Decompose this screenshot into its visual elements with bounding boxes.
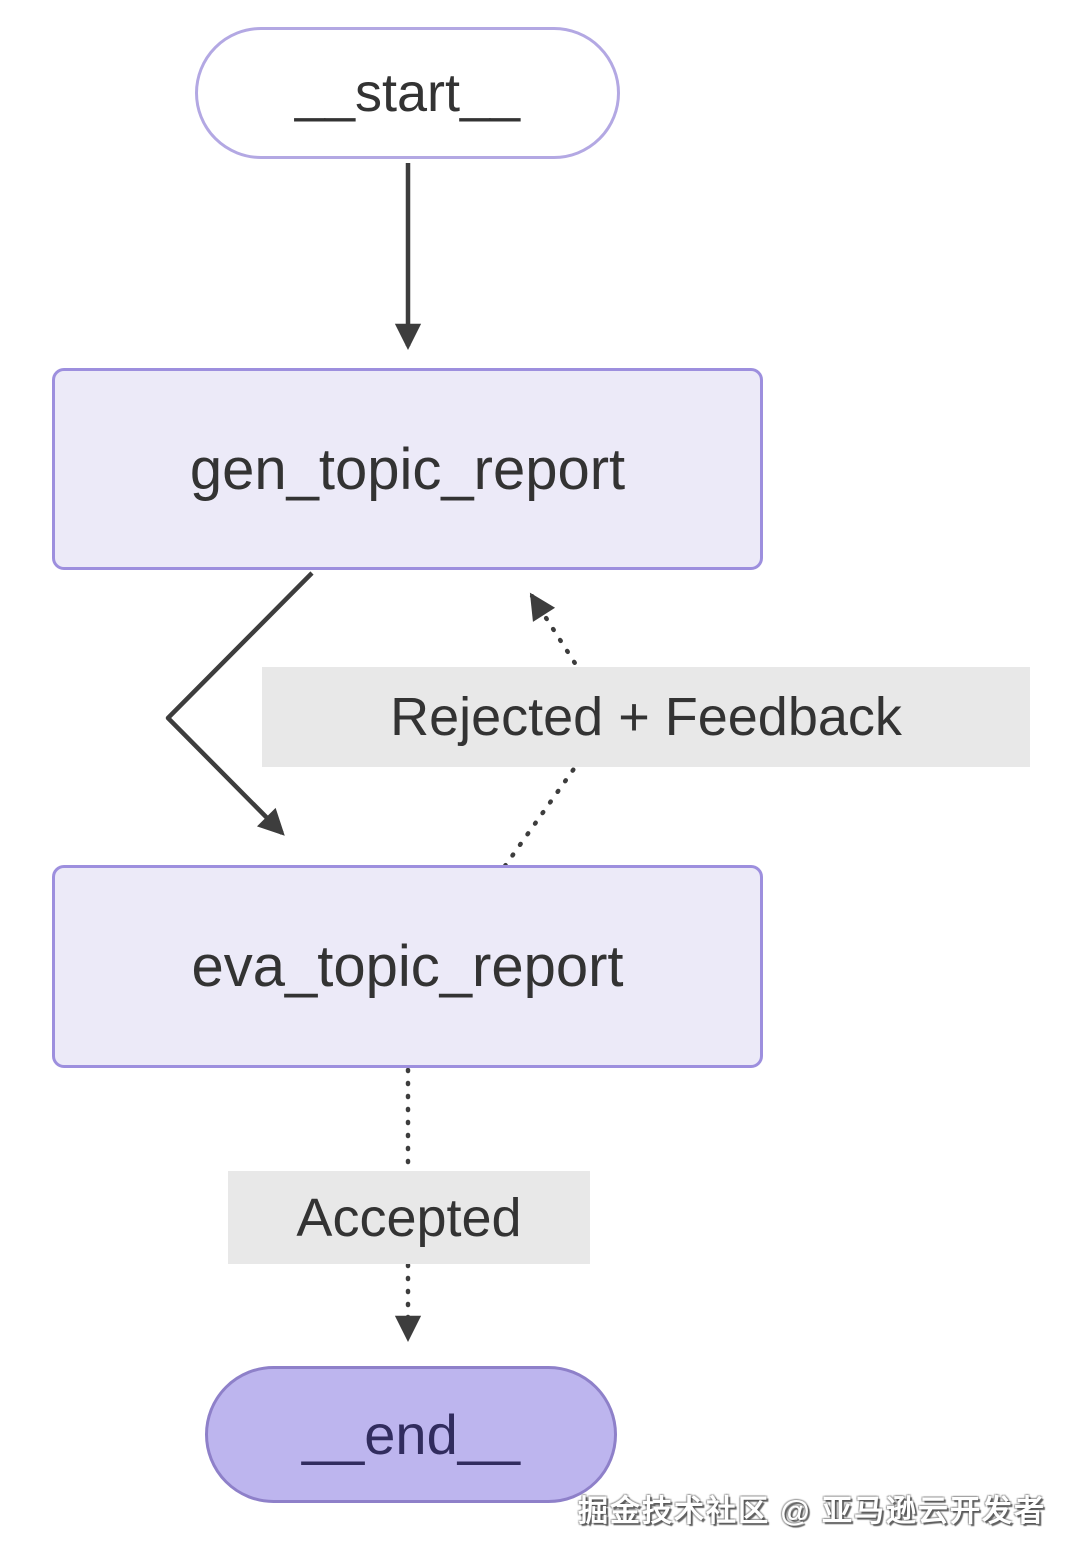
watermark-text: 掘金技术社区 @ 亚马逊云开发者 <box>578 1495 1046 1528</box>
node-start: __start__ <box>195 27 620 159</box>
node-gen-topic-report: gen_topic_report <box>52 368 763 570</box>
edge-label-rejected-feedback: Rejected + Feedback <box>262 667 1030 767</box>
node-end: __end__ <box>205 1366 617 1503</box>
edge-gen-to-eva <box>165 571 314 836</box>
node-eva-topic-report: eva_topic_report <box>52 865 763 1068</box>
edge-label-accepted: Accepted <box>228 1171 590 1264</box>
